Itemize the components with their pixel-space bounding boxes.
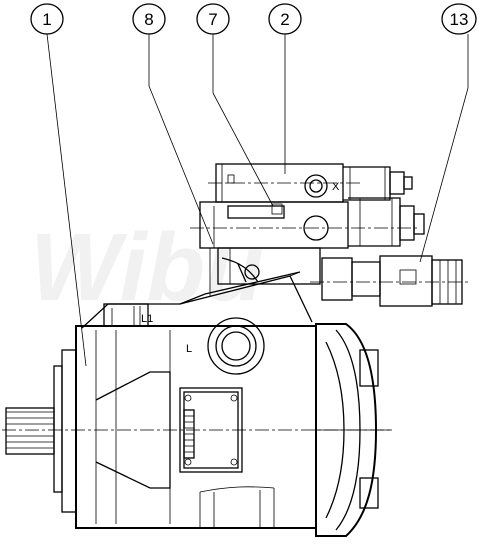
callout-7: 7	[196, 3, 274, 207]
port-l-label: L	[186, 343, 192, 355]
callout-1: 1	[30, 3, 87, 367]
watermark-text: Wibu	[30, 214, 264, 321]
nameplate-hatch	[184, 415, 194, 453]
callout-13-label: 13	[450, 10, 469, 29]
pressure-valve-13	[310, 255, 470, 307]
callout-2: 2	[268, 3, 302, 174]
callout-8-label: 8	[144, 10, 153, 29]
callout-1-label: 1	[42, 10, 51, 29]
callout-7-label: 7	[208, 10, 217, 29]
connecting-pipe	[209, 248, 259, 296]
port-x-label: X	[332, 181, 340, 193]
callout-8: 8	[132, 3, 214, 245]
port-l1-label: L1	[141, 313, 153, 325]
housing-cross-hatch	[199, 486, 275, 528]
callout-2-label: 2	[280, 10, 289, 29]
control-valve-block: X	[190, 163, 425, 285]
shaft-splines	[6, 411, 54, 449]
rear-cover	[315, 323, 392, 537]
callout-13: 13	[419, 3, 477, 263]
